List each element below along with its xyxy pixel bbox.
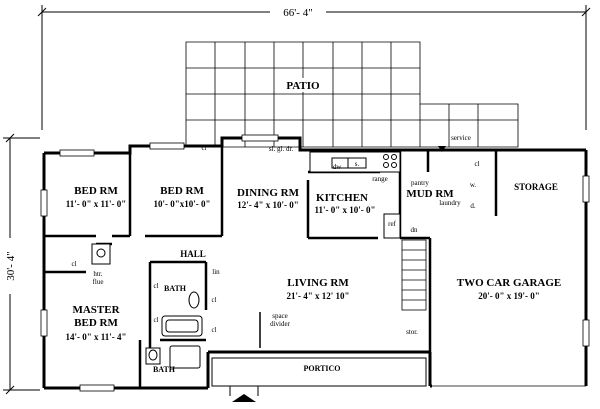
dining-rm-size: 12'- 4" x 10'- 0" — [237, 200, 299, 210]
bed-rm-2-name: BED RM — [160, 185, 204, 197]
laundry-label: laundry — [439, 199, 461, 207]
kitchen-size: 11'- 0" x 10'- 0" — [315, 205, 376, 215]
stairs-down-label: dn — [411, 226, 419, 234]
portico-label: PORTICO — [303, 364, 340, 373]
mud-rm-name: MUD RM — [406, 188, 454, 200]
washer-label: w. — [470, 181, 477, 189]
garage-size: 20'- 0" x 19'- 0" — [478, 291, 540, 301]
closet-label-7: cl — [474, 160, 479, 168]
range-label: range — [372, 175, 388, 183]
closet-label-2: cl — [71, 260, 76, 268]
entry-arrow — [232, 394, 256, 402]
living-rm-name: LIVING RM — [287, 277, 349, 289]
space-label: space — [272, 312, 288, 320]
service-door-marker — [438, 146, 446, 152]
bath-1-label: BATH — [164, 284, 187, 293]
dryer-label: d. — [470, 202, 476, 210]
patio-label: PATIO — [286, 80, 320, 92]
width-dimension-line — [37, 5, 591, 130]
kitchen-name: KITCHEN — [316, 192, 368, 204]
bed-rm-1-size: 11'- 0" x 11'- 0" — [66, 199, 127, 209]
stairs — [401, 239, 427, 311]
closet-label-4: cl — [153, 316, 158, 324]
patio-paving — [185, 41, 519, 148]
flue-label: flue — [93, 278, 104, 286]
bath-2-label: BATH — [153, 365, 176, 374]
portico — [211, 357, 427, 396]
sink-label: s. — [355, 160, 360, 168]
bath-fixtures — [145, 291, 203, 369]
master-bed-rm-size: 14'- 0" x 11'- 4" — [66, 332, 127, 342]
exterior-walls — [42, 136, 588, 390]
living-rm-size: 21'- 4" x 12' 10" — [287, 291, 350, 301]
depth-dimension-text: 30'- 4" — [5, 251, 17, 280]
shower — [169, 345, 201, 369]
pantry-label: pantry — [411, 179, 429, 187]
linen-closet-label: lin — [212, 268, 220, 276]
storage-small-label: stor. — [406, 328, 418, 336]
closet-label-6: cl — [211, 326, 216, 334]
toilet — [188, 291, 200, 309]
master-bed-rm-line1: MASTER — [72, 304, 120, 316]
hall-label: HALL — [180, 249, 206, 259]
bed-rm-1-name: BED RM — [74, 185, 118, 197]
master-bed-rm-line2: BED RM — [74, 317, 118, 329]
dishwasher-label: dw — [333, 163, 343, 171]
sliding-glass-door-label: sl. gl. dr. — [269, 145, 294, 153]
refrigerator-label: ref — [388, 220, 396, 228]
closet-label-3: cl — [153, 282, 158, 290]
closet-label-1: cl — [201, 144, 206, 152]
dining-rm-name: DINING RM — [237, 187, 300, 199]
width-dimension-text: 66'- 4" — [283, 7, 312, 19]
refrigerator — [383, 213, 401, 239]
garage-name: TWO CAR GARAGE — [457, 277, 562, 289]
divider-label: divider — [270, 320, 290, 328]
water-heater — [96, 248, 106, 258]
closet-label-5: cl — [211, 296, 216, 304]
kitchen-fixtures — [309, 151, 401, 239]
bed-rm-2-size: 10'- 0"x10'- 0" — [154, 199, 211, 209]
windows — [40, 134, 590, 392]
service-label: service — [451, 134, 471, 142]
storage-label: STORAGE — [514, 182, 558, 192]
heater-label: htr. — [93, 270, 102, 278]
